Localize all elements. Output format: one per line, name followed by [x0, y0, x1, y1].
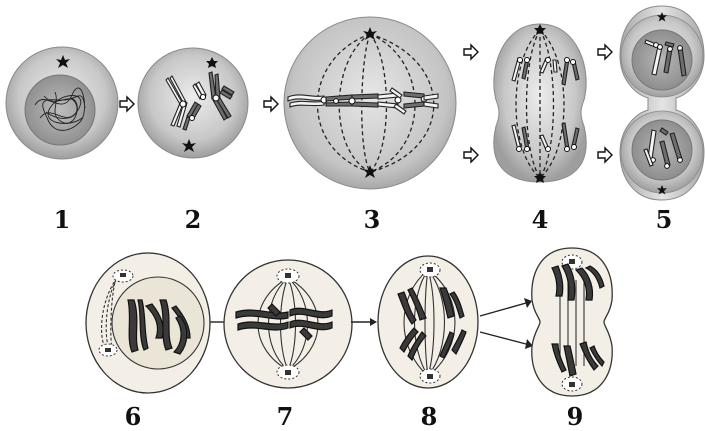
arrow-right-icon — [351, 318, 377, 326]
cell-7 — [224, 260, 352, 388]
cell-4 — [494, 24, 586, 183]
centrosome-icon — [277, 365, 299, 379]
stage-label-8: 8 — [421, 402, 438, 431]
arrow-right-icon — [464, 45, 478, 59]
stage-label-2: 2 — [185, 205, 202, 234]
stage-label-9: 9 — [567, 402, 584, 431]
stage-label-4: 4 — [532, 205, 549, 234]
arrow-right-icon — [480, 298, 532, 316]
stage-label-1: 1 — [54, 205, 71, 234]
arrow-right-icon — [464, 148, 478, 162]
cell-9 — [532, 248, 612, 396]
stage-label-6: 6 — [125, 402, 142, 431]
cell-3 — [284, 17, 456, 189]
centrosome-icon — [99, 344, 117, 356]
cell-6 — [86, 253, 210, 393]
arrow-right-icon — [120, 97, 134, 111]
centrosome-icon — [562, 377, 582, 391]
cell-5 — [620, 6, 704, 200]
centrosome-icon — [420, 369, 440, 383]
arrow-right-icon — [598, 45, 612, 59]
stage-label-5: 5 — [656, 205, 673, 234]
arrow-right-icon — [598, 148, 612, 162]
arrow-right-icon — [480, 332, 533, 349]
arrow-right-icon — [264, 97, 278, 111]
centrosome-icon — [420, 263, 440, 277]
cell-2 — [138, 48, 248, 158]
stage-label-3: 3 — [364, 205, 381, 234]
cell-8 — [378, 256, 478, 388]
stage-label-7: 7 — [277, 402, 294, 431]
cell-1 — [6, 47, 118, 159]
centrosome-icon — [113, 270, 133, 282]
centrosome-icon — [277, 269, 299, 283]
